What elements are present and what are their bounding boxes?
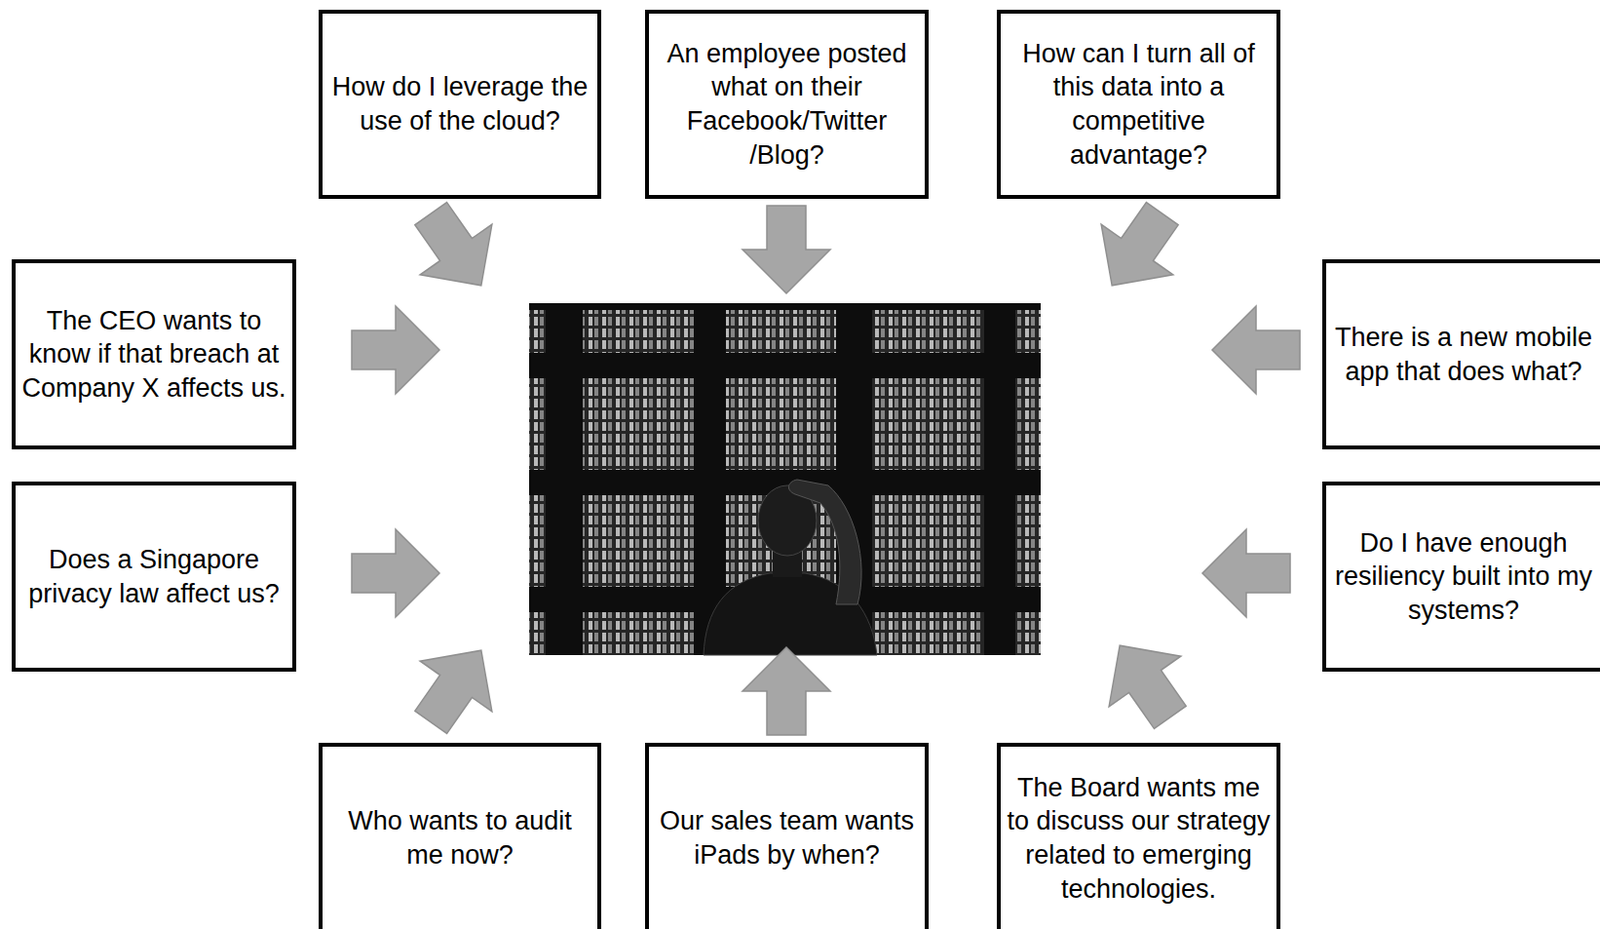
- question-text: The Board wants me to discuss our strate…: [1005, 770, 1272, 906]
- screen: [872, 378, 985, 470]
- question-box: How can I turn all of this data into a c…: [996, 9, 1281, 199]
- screen: [529, 495, 546, 587]
- box-content: Our sales team wants iPads by when?: [648, 800, 925, 876]
- screen: [582, 378, 694, 470]
- question-text: Do I have enough resiliency built into m…: [1331, 526, 1597, 628]
- block-arrow: [351, 529, 440, 617]
- box-content: The CEO wants to know if that breach at …: [15, 300, 293, 410]
- block-arrow: [1083, 619, 1206, 742]
- box-content: An employee posted what on their Faceboo…: [648, 33, 925, 176]
- question-text: Who wants to audit me now?: [327, 803, 593, 872]
- block-arrow: [351, 305, 440, 394]
- box-content: How can I turn all of this data into a c…: [1000, 33, 1277, 176]
- photo: [529, 303, 1041, 655]
- screen: [1015, 309, 1041, 353]
- question-text: The CEO wants to know if that breach at …: [20, 304, 288, 406]
- box-content: Do I have enough resiliency built into m…: [1326, 522, 1600, 632]
- question-text: How do I leverage the use of the cloud?: [327, 70, 593, 138]
- question-box: There is a new mobile app that does what…: [1322, 259, 1600, 450]
- arm-and-hand: [788, 479, 862, 605]
- screen: [1015, 378, 1041, 470]
- screen: [1015, 495, 1041, 587]
- screen: [725, 309, 837, 353]
- screen: [872, 495, 985, 587]
- question-text: Our sales team wants iPads by when?: [653, 803, 920, 872]
- box-content: There is a new mobile app that does what…: [1326, 316, 1600, 392]
- question-text: An employee posted what on their Faceboo…: [653, 37, 920, 172]
- block-arrow: [742, 205, 831, 294]
- question-text: There is a new mobile app that does what…: [1331, 320, 1597, 388]
- screen: [582, 309, 694, 353]
- question-box: The CEO wants to know if that breach at …: [11, 259, 297, 450]
- box-content: Who wants to audit me now?: [322, 800, 598, 876]
- question-text: Does a Singapore privacy law affect us?: [20, 542, 288, 610]
- pointer-arrows: [351, 188, 1300, 747]
- question-box: An employee posted what on their Faceboo…: [645, 9, 929, 199]
- screen-wall: [529, 309, 1041, 655]
- block-arrow: [394, 624, 517, 747]
- screen: [529, 309, 546, 353]
- screen: [582, 495, 694, 587]
- question-box: Do I have enough resiliency built into m…: [1322, 481, 1600, 672]
- box-content: How do I leverage the use of the cloud?: [322, 66, 598, 142]
- screen: [872, 309, 985, 353]
- question-box: The Board wants me to discuss our strate…: [996, 742, 1281, 929]
- question-box: Who wants to audit me now?: [318, 742, 602, 929]
- block-arrow: [1212, 305, 1300, 394]
- question-box: Does a Singapore privacy law affect us?: [11, 481, 297, 672]
- question-box: Our sales team wants iPads by when?: [645, 742, 929, 929]
- question-box: How do I leverage the use of the cloud?: [318, 9, 602, 199]
- block-arrow: [1075, 188, 1198, 310]
- box-content: Does a Singapore privacy law affect us?: [15, 538, 293, 614]
- screen: [1015, 611, 1041, 655]
- question-text: How can I turn all of this data into a c…: [1005, 37, 1272, 172]
- photo-ground: [529, 303, 1041, 655]
- screen: [529, 611, 546, 655]
- block-arrow: [1202, 529, 1291, 617]
- screen: [725, 378, 837, 470]
- screen: [872, 611, 985, 655]
- box-content: The Board wants me to discuss our strate…: [1000, 766, 1277, 910]
- block-arrow: [394, 188, 517, 310]
- block-arrow: [742, 647, 831, 735]
- screen: [582, 611, 694, 655]
- screen: [529, 378, 546, 470]
- person-silhouette: [703, 479, 877, 655]
